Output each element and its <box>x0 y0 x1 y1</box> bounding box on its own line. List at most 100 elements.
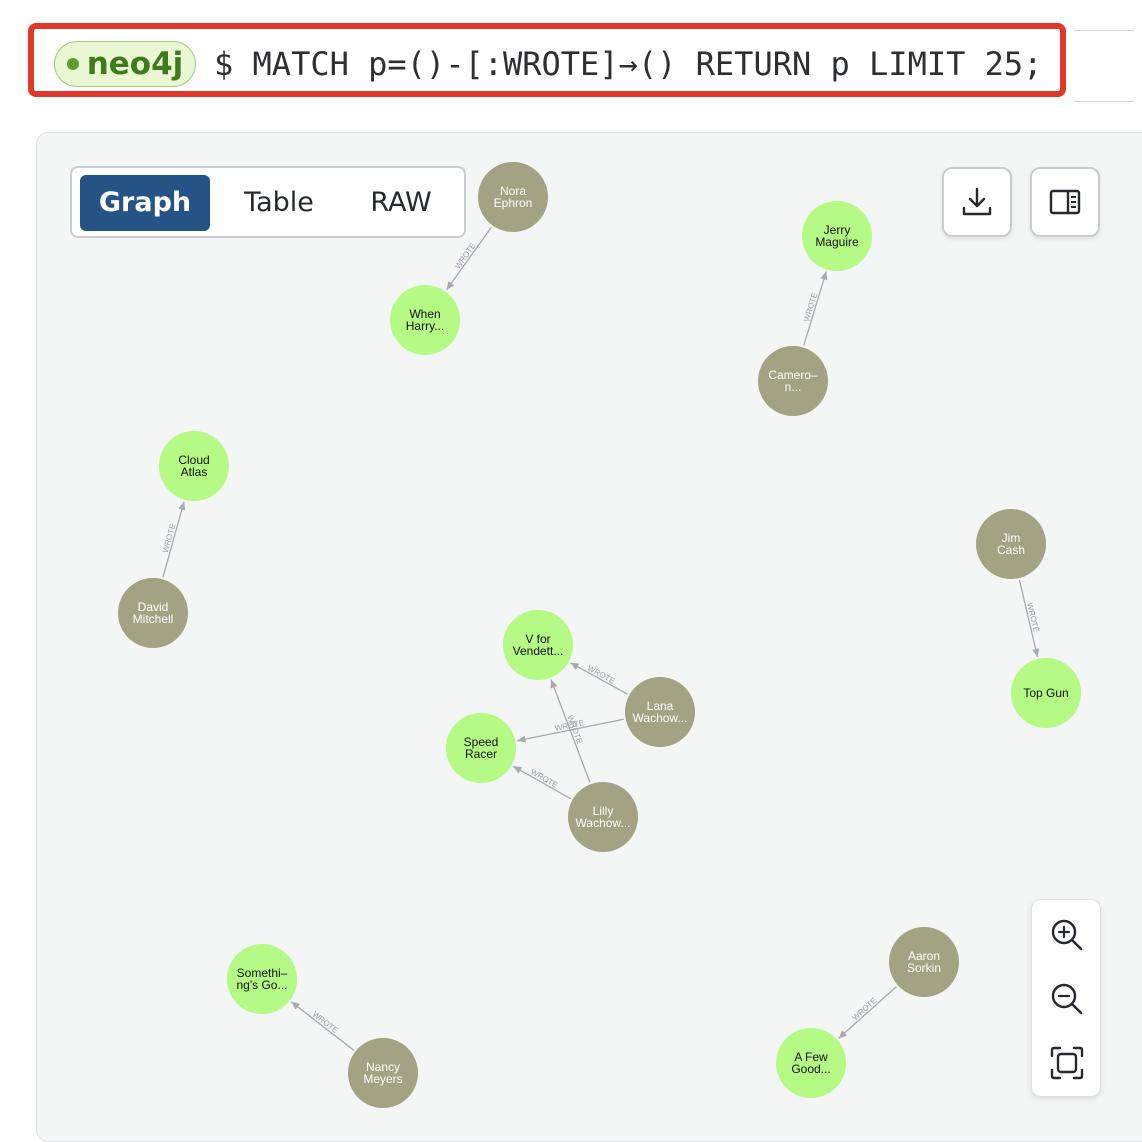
query-editor[interactable]: $ MATCH p=()-[:WROTE]→() RETURN p LIMIT … <box>214 41 1042 87</box>
person-node-circle[interactable] <box>758 346 828 416</box>
node-caption: David <box>138 600 169 614</box>
node-caption: Mitchell <box>133 612 174 626</box>
relationship-label: WROTE <box>802 292 819 323</box>
node-caption: ng's Go... <box>237 978 288 992</box>
person-node[interactable]: LillyWachow... <box>568 782 638 852</box>
node-caption: A Few <box>794 1050 828 1064</box>
relationship-edge[interactable] <box>162 501 186 578</box>
node-caption: Ephron <box>494 196 533 210</box>
node-caption: Vendett... <box>513 644 564 658</box>
database-status-dot-icon <box>66 58 79 70</box>
relationship-label: WROTE <box>453 241 478 270</box>
node-caption: Jerry <box>824 223 851 237</box>
movie-node-circle[interactable] <box>503 610 573 680</box>
node-caption: When <box>409 307 440 321</box>
zoom-out-icon <box>1051 983 1083 1015</box>
node-caption: Aaron <box>908 949 940 963</box>
download-icon <box>962 187 992 216</box>
node-caption: Lana <box>647 699 674 713</box>
relationship-label: WROTE <box>529 767 559 789</box>
movie-node[interactable]: A FewGood... <box>776 1028 846 1098</box>
sidebar-toggle-icon <box>1049 189 1081 215</box>
movie-node[interactable]: Somethi–ng's Go... <box>227 944 297 1014</box>
movie-node[interactable]: Top Gun <box>1011 658 1081 728</box>
toggle-sidebar-button[interactable] <box>1030 167 1100 237</box>
node-caption: Cash <box>997 543 1025 557</box>
person-node-circle[interactable] <box>348 1038 418 1108</box>
person-node-circle[interactable] <box>118 578 188 648</box>
query-text: MATCH p=()-[:WROTE]→() RETURN p LIMIT 25… <box>252 45 1043 83</box>
movie-node[interactable]: WhenHarry... <box>390 285 460 355</box>
zoom-in-button[interactable] <box>1032 904 1102 966</box>
movie-node[interactable]: V forVendett... <box>503 610 573 680</box>
relationship-edge[interactable] <box>803 271 828 346</box>
node-caption: Nora <box>500 184 526 198</box>
person-node-circle[interactable] <box>478 162 548 232</box>
node-caption: Wachow... <box>576 816 631 830</box>
movie-node-circle[interactable] <box>390 285 460 355</box>
node-caption: n... <box>785 380 802 394</box>
person-node-circle[interactable] <box>976 509 1046 579</box>
database-name: neo4j <box>86 46 184 82</box>
movie-node-circle[interactable] <box>802 201 872 271</box>
movie-node-circle[interactable] <box>446 713 516 783</box>
movie-node-circle[interactable] <box>1011 658 1081 728</box>
zoom-in-icon <box>1051 919 1083 951</box>
node-caption: Cloud <box>178 453 209 467</box>
relationship-edge[interactable] <box>446 226 492 291</box>
node-caption: Harry... <box>406 319 444 333</box>
person-node-circle[interactable] <box>568 782 638 852</box>
node-caption: Somethi– <box>237 966 288 980</box>
node-caption: Wachow... <box>633 711 688 725</box>
relationship-label: WROTE <box>850 996 878 1023</box>
relationship-label: WROTE <box>161 523 178 554</box>
node-caption: Lilly <box>593 804 614 818</box>
node-caption: Jim <box>1002 531 1021 545</box>
node-caption: Meyers <box>363 1072 402 1086</box>
relationship-edge[interactable] <box>570 662 628 695</box>
relationship-label: WROTE <box>311 1010 340 1035</box>
relationship-edge[interactable] <box>512 765 572 800</box>
fit-to-screen-button[interactable] <box>1032 1032 1102 1094</box>
movie-node-circle[interactable] <box>776 1028 846 1098</box>
movie-node-circle[interactable] <box>159 431 229 501</box>
node-caption: Nancy <box>366 1060 400 1074</box>
person-node[interactable]: LanaWachow... <box>625 677 695 747</box>
node-caption: Racer <box>465 747 497 761</box>
person-node-circle[interactable] <box>889 927 959 997</box>
zoom-out-button[interactable] <box>1032 968 1102 1030</box>
movie-node-circle[interactable] <box>227 944 297 1014</box>
person-node[interactable]: Camero–n... <box>758 346 828 416</box>
query-editor-highlight[interactable] <box>28 23 1066 97</box>
node-caption: Atlas <box>181 465 208 479</box>
zoom-controls <box>1031 899 1101 1097</box>
relationship-edge[interactable] <box>550 679 591 783</box>
node-caption: Camero– <box>768 368 818 382</box>
relationship-label: WROTE <box>1025 602 1041 633</box>
tab-raw[interactable]: RAW <box>370 187 432 218</box>
relationship-edge[interactable] <box>1018 579 1040 658</box>
tab-table[interactable]: Table <box>244 187 314 218</box>
tab-graph[interactable]: Graph <box>80 175 210 231</box>
graph-result-frame <box>36 132 1142 1142</box>
node-caption: V for <box>525 632 550 646</box>
view-switcher: Graph Table RAW <box>70 166 466 238</box>
node-caption: Sorkin <box>907 961 941 975</box>
node-caption: Top Gun <box>1023 686 1068 700</box>
query-editor-extension <box>1074 30 1134 102</box>
relationship-edge[interactable] <box>838 986 897 1039</box>
relationship-edge[interactable] <box>290 1001 355 1051</box>
node-caption: Speed <box>464 735 499 749</box>
download-button[interactable] <box>942 167 1012 237</box>
person-node-circle[interactable] <box>625 677 695 747</box>
database-badge[interactable]: neo4j <box>54 41 196 87</box>
